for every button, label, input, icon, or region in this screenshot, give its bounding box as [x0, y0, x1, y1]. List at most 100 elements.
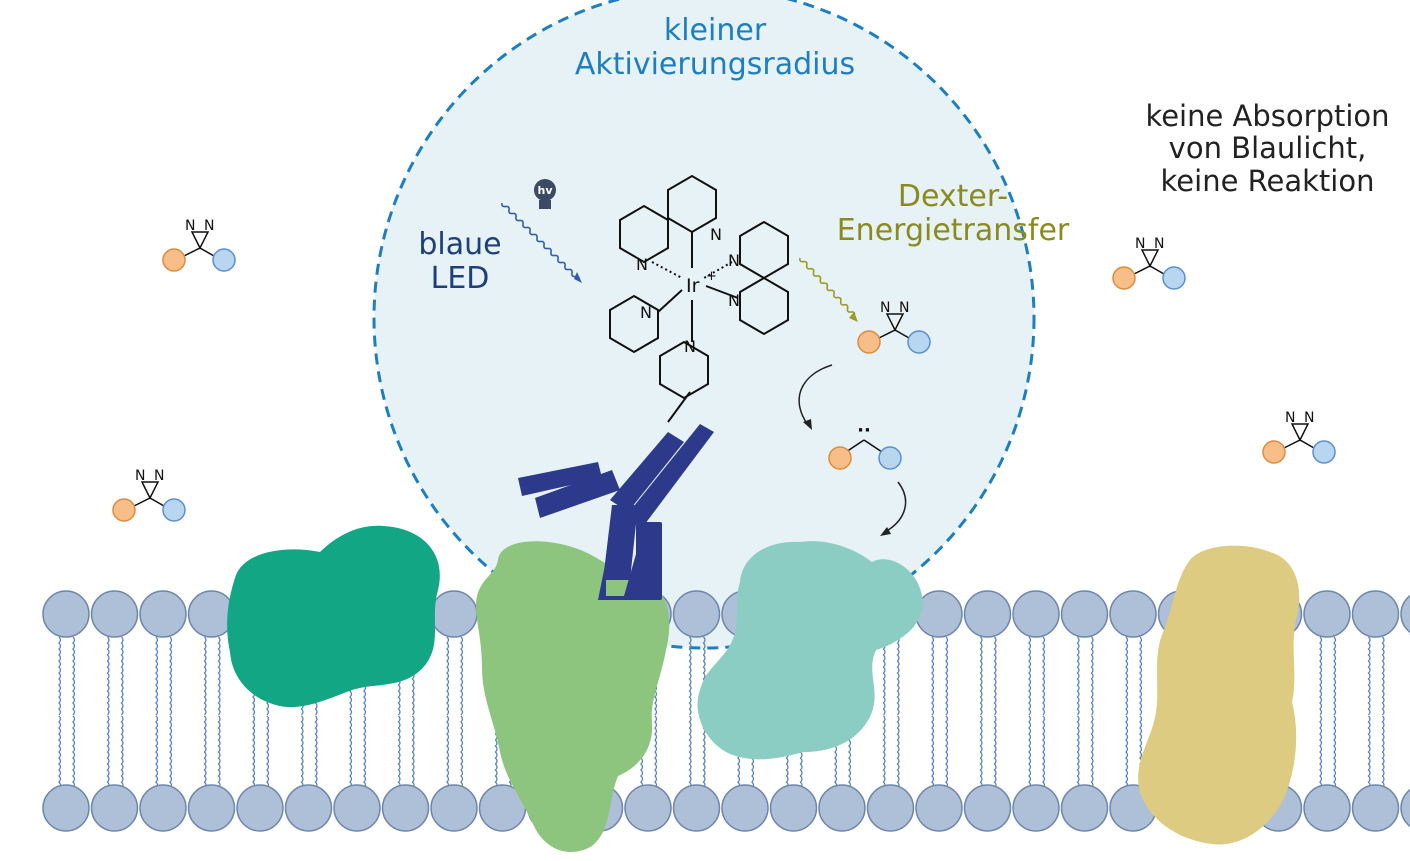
diazirine-n1: N: [1135, 236, 1145, 252]
lipid-tail: [945, 636, 949, 716]
lipid-tail: [120, 715, 124, 789]
dexter-line1: Dexter-: [897, 179, 1009, 214]
diazirine-n1: N: [1285, 410, 1295, 426]
lipid-head-bottom: [963, 784, 1012, 832]
lipid-tail: [411, 715, 415, 789]
lipid-tail: [931, 636, 935, 716]
blue-led-line2: LED: [430, 260, 490, 296]
lipid-head-top: [1400, 594, 1410, 634]
diazirine-n2: N: [154, 468, 164, 484]
lipid-tail: [979, 636, 983, 716]
lipid-tail: [896, 636, 900, 716]
lipid-tail: [688, 636, 692, 716]
ligand-n-2: N: [636, 255, 648, 274]
lipid-head-bottom: [284, 784, 333, 832]
lipid-tail: [654, 715, 658, 789]
lipid-head-top: [90, 590, 139, 638]
lipid-tail: [460, 715, 464, 789]
protein-teal: [227, 525, 440, 708]
lipid-tail: [1042, 636, 1046, 716]
lipid-tail: [1367, 636, 1371, 716]
protein-green: [476, 541, 670, 853]
diazirine-n2: N: [1304, 410, 1314, 426]
lipid-head-bottom: [624, 784, 672, 832]
diazirine-n1: N: [880, 300, 890, 316]
lipid-tail: [155, 715, 159, 789]
lipid-tail: [460, 636, 464, 716]
substituent-orange: [857, 330, 881, 354]
bulb-label: hv: [537, 184, 553, 197]
lipid-tail: [1090, 715, 1094, 789]
lipid-tail: [446, 715, 450, 789]
lipid-tail: [1090, 636, 1094, 716]
lipid-head-top: [672, 590, 721, 638]
lipid-tail: [1028, 636, 1032, 716]
lipid-tail: [1028, 715, 1032, 789]
lipid-tail: [349, 715, 353, 789]
dexter-arrowhead: [849, 312, 858, 322]
lipid-head-bottom: [818, 784, 866, 832]
diazirine-n2: N: [204, 218, 214, 234]
carbene-dots: ··: [857, 420, 871, 441]
no-reaction-line3: keine Reaktion: [1160, 163, 1375, 198]
dexter-transfer-label: Dexter- Energietransfer: [818, 180, 1088, 247]
lipid-tail: [1042, 715, 1046, 789]
blue-led-line1: blaue: [418, 227, 502, 262]
lipid-tail: [300, 715, 304, 789]
lipid-tail: [882, 636, 886, 716]
lipid-tail: [58, 636, 62, 716]
lipid-head-top: [1351, 590, 1400, 638]
lipid-head-bottom: [236, 784, 284, 832]
carbene-intermediate: ··: [828, 420, 902, 470]
lipid-tail: [688, 715, 692, 789]
lipid-tail: [931, 715, 935, 789]
protein-mint: [697, 541, 923, 760]
lipid-head-bottom: [1060, 784, 1109, 832]
lipid-tail: [266, 715, 270, 789]
lipid-head-bottom: [333, 784, 381, 832]
no-reaction-label: keine Absorption von Blaulicht, keine Re…: [1125, 99, 1410, 198]
antibody: [518, 424, 714, 600]
lipid-tail: [993, 636, 997, 716]
lipid-tail: [1076, 715, 1080, 789]
no-reaction-line1: keine Absorption: [1145, 99, 1390, 133]
lipid-tail: [1381, 636, 1385, 716]
lipid-head-bottom: [721, 784, 769, 832]
lipid-tail: [169, 636, 173, 716]
lipid-head-top: [963, 590, 1012, 638]
lipid-tail: [945, 715, 949, 789]
lipid-tail: [203, 636, 207, 716]
ligand-n-1: N: [710, 225, 722, 244]
lipid-tail: [1139, 636, 1143, 716]
lipid-head-bottom: [139, 784, 187, 832]
lipid-tail: [896, 715, 900, 789]
ligand-n-5: N: [640, 303, 652, 322]
lipid-tail: [363, 715, 367, 789]
lipid-head-bottom: [915, 784, 963, 832]
lipid-head-top: [139, 590, 187, 638]
lipid-tail: [314, 715, 318, 789]
activation-radius-line2: Aktivierungsradius: [574, 46, 856, 82]
lipid-tail: [58, 715, 62, 789]
protein-tan: [1138, 545, 1300, 845]
lipid-head-bottom: [1351, 784, 1400, 832]
lipid-tail: [1333, 715, 1337, 789]
reaction-arrow-2: [884, 481, 907, 533]
lipid-head-bottom: [1400, 788, 1410, 828]
ligand-n-6: N: [684, 337, 696, 356]
lipid-tail: [155, 636, 159, 716]
dexter-line2: Energietransfer: [836, 212, 1070, 248]
lipid-head-top: [915, 590, 963, 638]
lipid-head-bottom: [42, 784, 90, 832]
lipid-tail: [106, 636, 110, 716]
lipid-head-bottom: [866, 784, 915, 832]
substituent-blue: [1312, 440, 1336, 464]
lipid-tail: [1319, 715, 1323, 789]
diazirine-n2: N: [1154, 236, 1164, 252]
blue-light-arrowhead: [574, 272, 582, 283]
lipid-head-top: [1303, 590, 1351, 638]
lipid-head-top: [1012, 590, 1060, 638]
